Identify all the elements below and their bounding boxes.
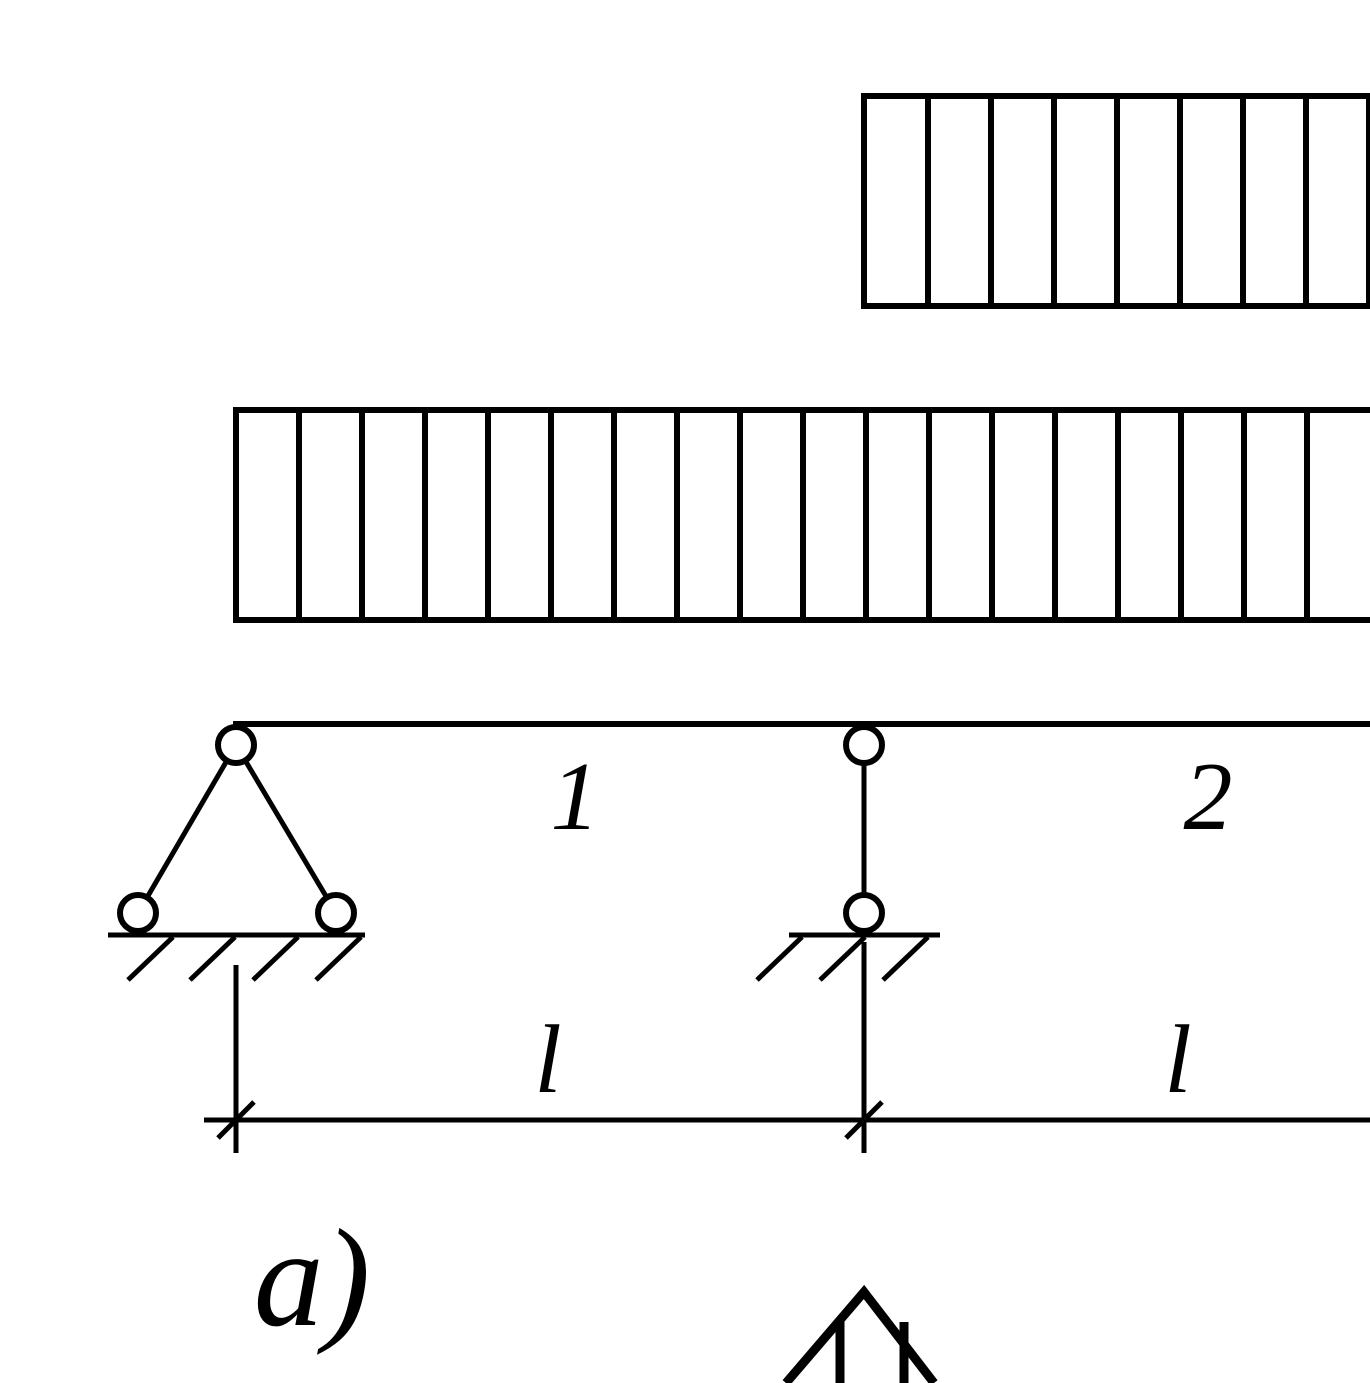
- dimension-tick-middle: [844, 1100, 884, 1140]
- span-label-2: 2: [1184, 743, 1233, 851]
- support-left-ground-hatching: [126, 935, 363, 982]
- hinge-top-left: [215, 724, 257, 766]
- hinge-bottom-left-a: [117, 892, 159, 934]
- left-ground-tick-2: [188, 935, 237, 982]
- mid-ground-tick-2: [818, 935, 867, 982]
- support-left-strut-a: [135, 743, 239, 915]
- support-left-strut-b: [233, 743, 339, 915]
- distributed-load-upper: [861, 93, 1370, 309]
- pinned-support-left: [108, 724, 365, 982]
- span-label-1: 1: [551, 743, 600, 851]
- mid-ground-tick-3: [881, 935, 930, 982]
- upper-load-hatching: [925, 93, 1370, 309]
- length-label-1: l: [534, 1006, 561, 1114]
- lower-load-hatching: [296, 407, 1310, 623]
- dimension-tick-left: [216, 1100, 256, 1140]
- hinge-top-middle: [843, 724, 885, 766]
- mid-ground-tick-1: [755, 935, 804, 982]
- left-ground-tick-3: [251, 935, 300, 982]
- partial-support-next-figure: [782, 1284, 938, 1383]
- link-support-middle: [755, 724, 940, 982]
- hinge-bottom-left-b: [315, 892, 357, 934]
- figure-label: a): [254, 1201, 371, 1356]
- distributed-load-lower: [233, 407, 1370, 623]
- support-mid-ground-hatching: [755, 935, 930, 982]
- hinge-bottom-middle: [843, 892, 885, 934]
- left-ground-tick-4: [314, 935, 363, 982]
- length-label-2: l: [1164, 1006, 1191, 1114]
- left-ground-tick-1: [126, 935, 175, 982]
- dimension-line: [204, 942, 1370, 1153]
